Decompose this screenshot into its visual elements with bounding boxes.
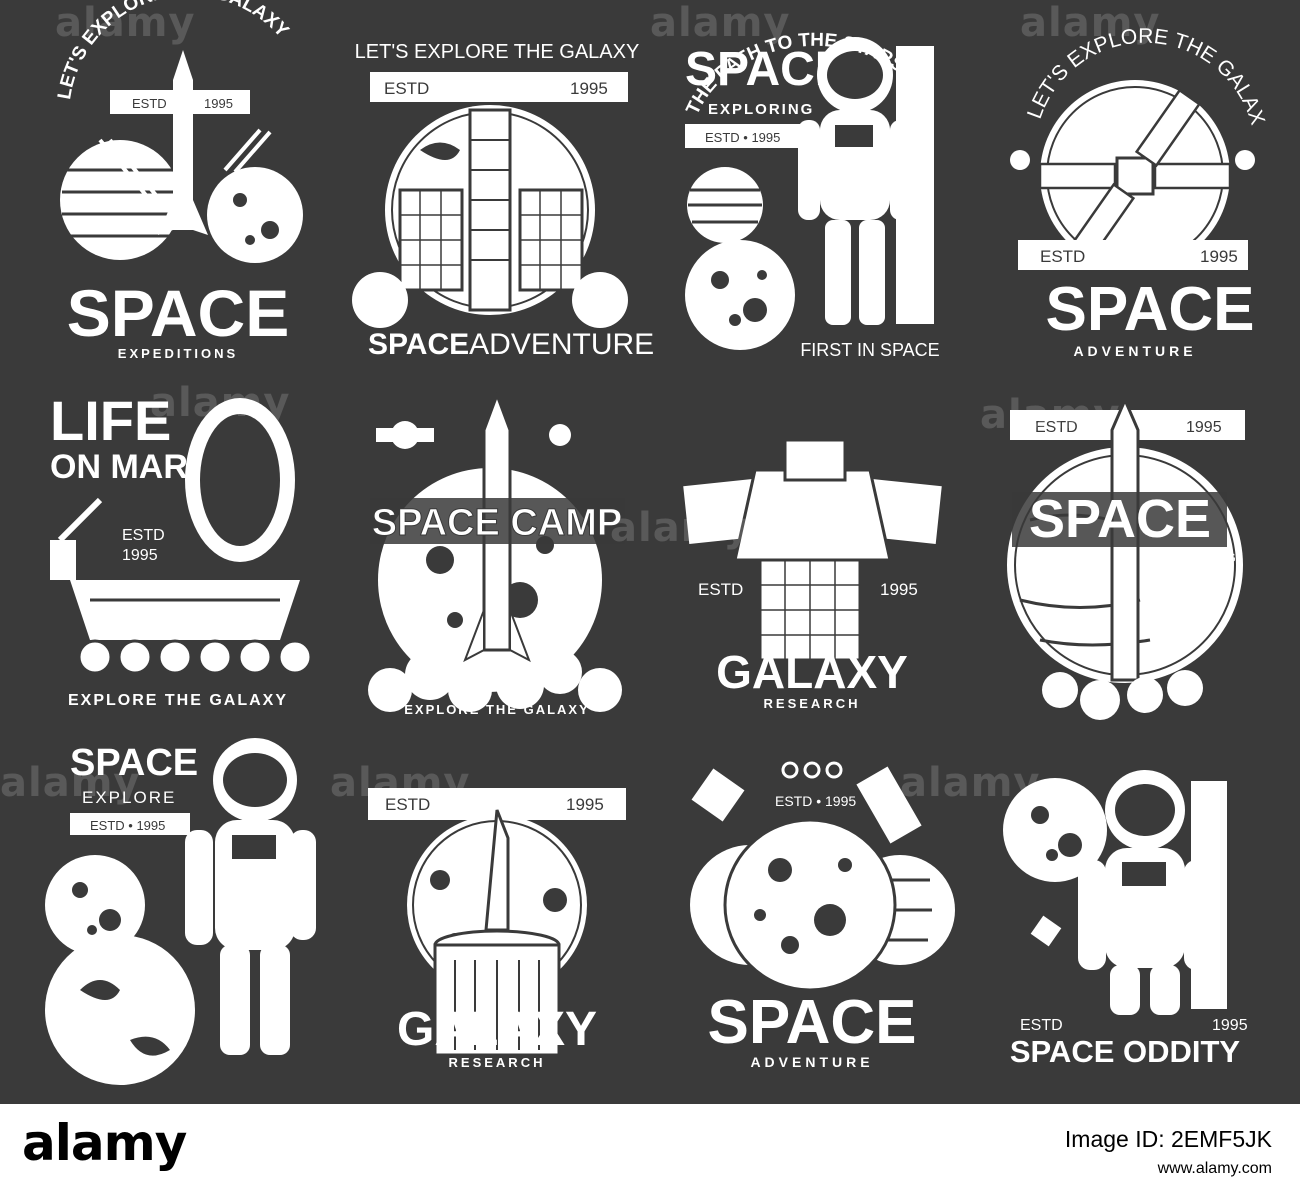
emblem-space-explore: SPACE EXPLORE ESTD • 1995 xyxy=(45,738,316,1085)
lunar-rover-icon xyxy=(50,398,313,675)
emblem-space-camp: SPACE CAMP EXPLORE THE GALAXY xyxy=(368,390,625,717)
emblem-title: SPACE xyxy=(1045,275,1254,344)
emblem-title: GALAXY xyxy=(397,1003,597,1056)
rocket-icon xyxy=(368,390,622,712)
emblem-title: GALAXY xyxy=(716,646,908,698)
emblem-subtitle: ADVENTURE xyxy=(1073,343,1196,359)
emblem-title: SPACE ODDITY xyxy=(1010,1034,1241,1069)
emblem-life-on-mars: LIFE ON MARS ESTD 1995 EXPLORE THE GALAX… xyxy=(50,389,313,709)
emblem-title: SPACE xyxy=(707,988,916,1057)
image-id: Image ID: 2EMF5JK xyxy=(1064,1126,1272,1152)
emblem-space-adventure-station: LET'S EXPLORE THE GALAXY ESTD 1995 SPACE… xyxy=(352,41,654,361)
estd-label: ESTD xyxy=(698,580,743,599)
estd-label: ESTD xyxy=(385,795,430,814)
estd-year: 1995 xyxy=(570,79,608,98)
astronaut-icon xyxy=(1003,770,1229,1015)
emblem-subtitle: EXPLORE xyxy=(82,788,176,807)
emblem-subtitle: ADVENTURE xyxy=(750,1054,873,1070)
estd-line: ESTD • 1995 xyxy=(775,793,856,809)
emblem-title: SPACE xyxy=(67,276,290,350)
emblem-title: SPACE xyxy=(70,742,198,784)
title-line-1: LIFE xyxy=(50,389,171,452)
emblem-subtitle: RESEARCH xyxy=(764,696,861,711)
emblem-space-exploring: ESTD 1995 SPACE EXPLORING xyxy=(1007,396,1245,720)
astronaut-icon xyxy=(685,37,936,350)
rocket-icon xyxy=(407,809,587,1057)
emblem-first-in-space: SPACE EXPLORING ESTD • 1995 FIRST IN SPA… xyxy=(685,37,940,360)
emblem-artwork: LET'S EXPLORE THE GALAXY ESTD 1995 SPACE… xyxy=(0,0,1269,1085)
estd-year: 1995 xyxy=(880,580,918,599)
estd-year: 1995 xyxy=(566,795,604,814)
estd-label: ESTD xyxy=(1035,419,1078,436)
emblem-title-bold: SPACEADVENTURE xyxy=(368,328,654,361)
emblem-subtitle: EXPEDITIONS xyxy=(118,346,238,361)
emblem-space-adventure-moon: ESTD • 1995 SPACE ADVENTURE xyxy=(688,761,955,1070)
estd-label: ESTD xyxy=(1020,1017,1063,1034)
bottom-text: EXPLORE THE GALAXY xyxy=(68,692,288,709)
title-bold: SPACE xyxy=(368,328,469,361)
space-station-icon xyxy=(352,105,628,328)
orbit-icon xyxy=(781,761,843,779)
bottom-text: FIRST IN SPACE xyxy=(800,340,939,360)
estd-year: 1995 xyxy=(1212,1017,1248,1034)
emblem-subtitle: EXPLORING xyxy=(708,101,814,118)
title-line-2: ON MARS xyxy=(50,448,211,486)
emblem-subtitle: RESEARCH xyxy=(449,1055,546,1070)
estd-label: ESTD xyxy=(384,79,429,98)
estd-line: ESTD • 1995 xyxy=(705,130,780,145)
site-url[interactable]: www.alamy.com xyxy=(1157,1160,1272,1177)
alamy-logo[interactable]: alamy xyxy=(22,1114,187,1172)
emblem-space-expeditions: LET'S EXPLORE THE GALAXY ESTD 1995 SPACE… xyxy=(54,0,303,361)
emblem-galaxy-research: ESTD 1995 GALAXY RESEARCH xyxy=(368,788,626,1070)
bottom-text: EXPLORE THE GALAXY xyxy=(404,702,590,717)
estd-year: 1995 xyxy=(122,547,158,564)
satellite-icon xyxy=(681,438,944,662)
emblem-title: SPACE CAMP xyxy=(372,502,623,544)
stock-footer: alamy Image ID: 2EMF5JK www.alamy.com xyxy=(0,1104,1300,1193)
estd-label: ESTD xyxy=(132,96,167,111)
estd-year: 1995 xyxy=(1200,247,1238,266)
estd-label: ESTD xyxy=(122,527,165,544)
estd-year: 1995 xyxy=(1186,419,1222,436)
estd-label: ESTD xyxy=(1040,247,1085,266)
emblem-title: SPACE xyxy=(1029,489,1211,549)
estd-line: ESTD • 1995 xyxy=(90,818,165,833)
moon-icon xyxy=(688,763,955,992)
top-heading: LET'S EXPLORE THE GALAXY xyxy=(355,41,640,63)
estd-year: 1995 xyxy=(204,96,233,111)
emblem-grid: LET'S EXPLORE THE GALAXY ESTD 1995 SPACE… xyxy=(0,0,1300,1104)
rocket-launch-icon xyxy=(60,50,303,263)
emblem-space-oddity: ESTD 1995 SPACE ODDITY xyxy=(1003,770,1248,1069)
title-light: ADVENTURE xyxy=(469,328,654,361)
emblem-subtitle: EXPLORING xyxy=(1160,550,1236,565)
astronaut-icon xyxy=(45,738,316,1085)
